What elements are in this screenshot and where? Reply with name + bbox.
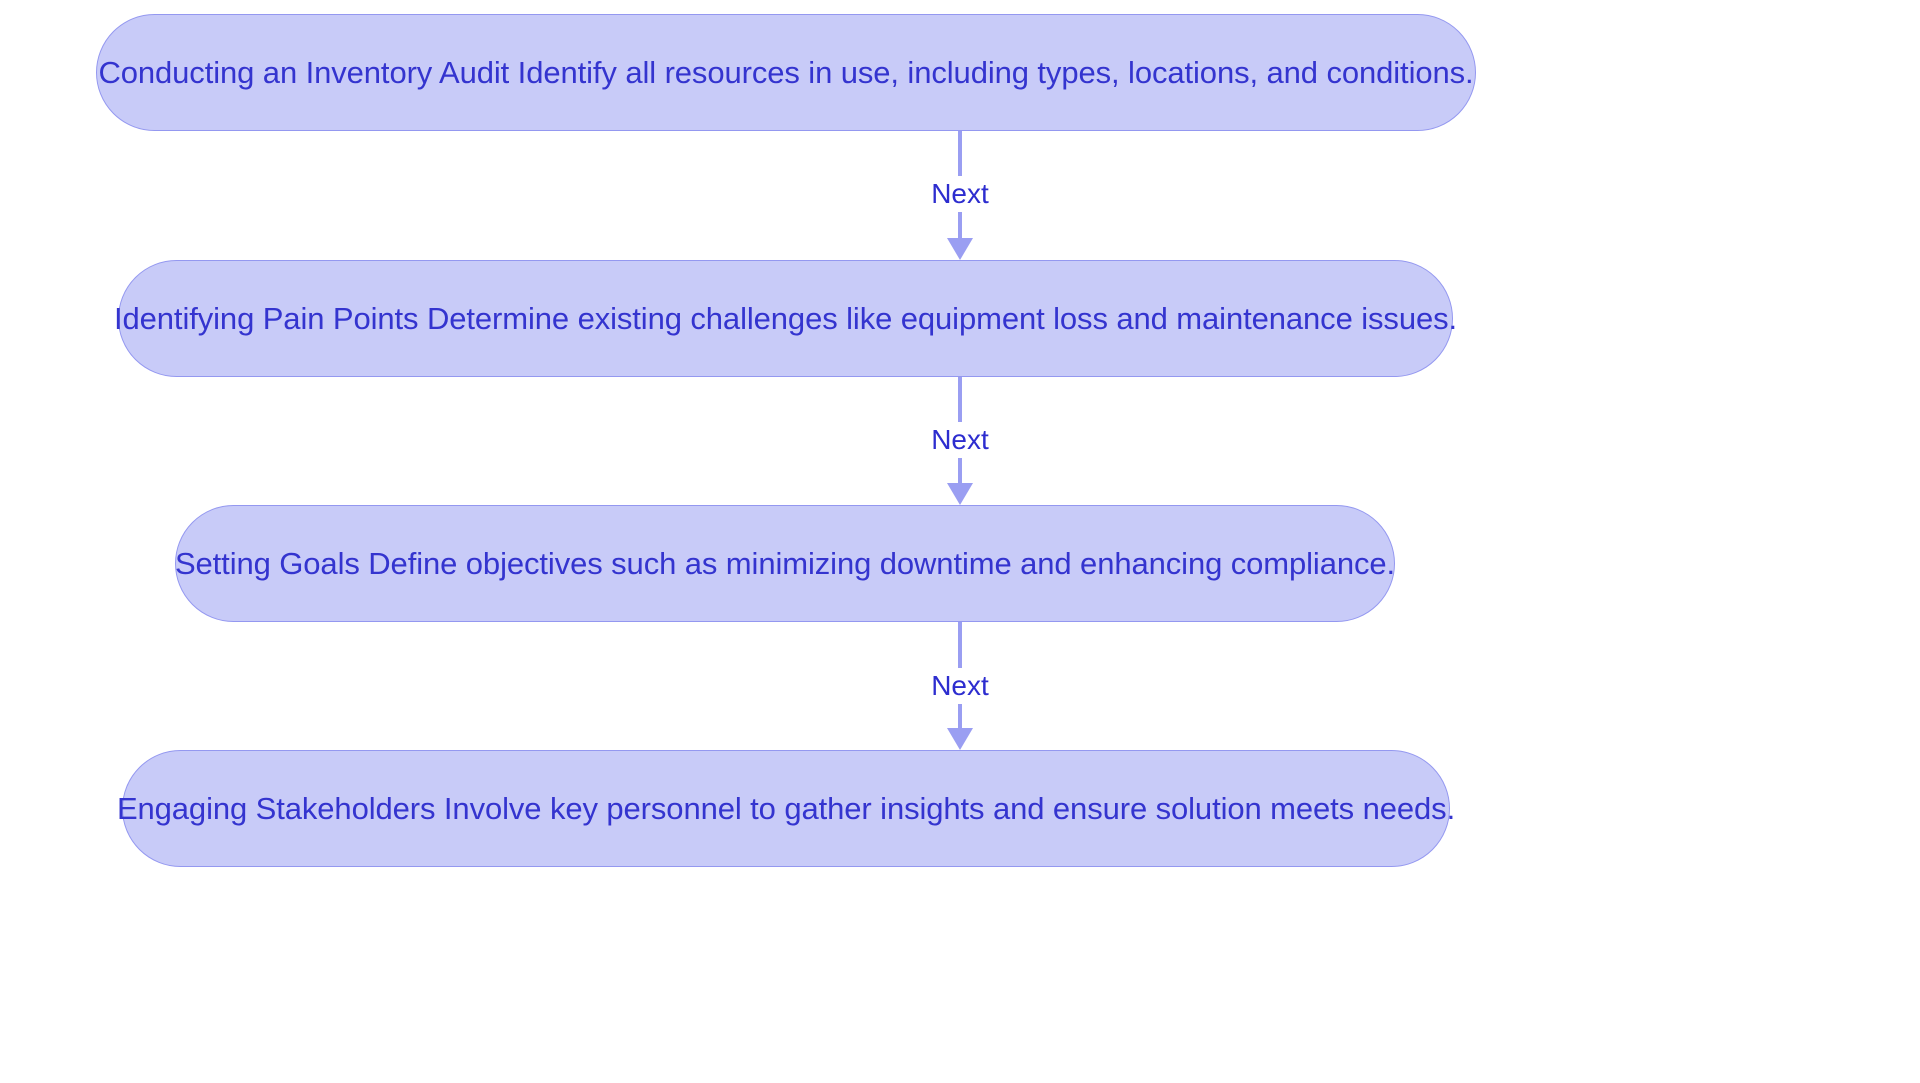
arrowhead-icon <box>947 238 973 260</box>
edge-label-next-1: Next <box>923 176 997 212</box>
arrowhead-icon <box>947 728 973 750</box>
flowchart-node-setting-goals[interactable]: Setting Goals Define objectives such as … <box>175 505 1395 622</box>
flowchart-node-identifying-pain-points[interactable]: Identifying Pain Points Determine existi… <box>114 260 1457 377</box>
node-label: Conducting an Inventory Audit Identify a… <box>98 54 1474 90</box>
arrowhead-icon <box>947 483 973 505</box>
edge-label-next-2: Next <box>923 422 997 458</box>
node-label: Identifying Pain Points Determine existi… <box>114 300 1458 336</box>
node-label: Engaging Stakeholders Involve key person… <box>116 790 1456 826</box>
flowchart-node-engaging-stakeholders[interactable]: Engaging Stakeholders Involve key person… <box>117 750 1455 867</box>
flowchart-node-conducting-an-inventory-audit[interactable]: Conducting an Inventory Audit Identify a… <box>96 14 1476 131</box>
edge-label-next-3: Next <box>923 668 997 704</box>
node-label: Setting Goals Define objectives such as … <box>174 545 1396 581</box>
